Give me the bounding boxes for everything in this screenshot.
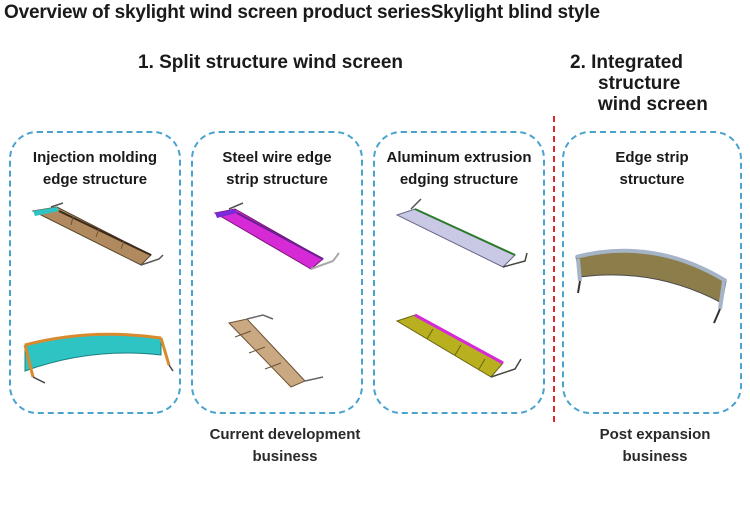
card-steel-wire: Steel wire edge strip structure bbox=[191, 131, 363, 414]
card-label-line-2: structure bbox=[619, 171, 685, 188]
footer-line-1: Current development bbox=[209, 426, 361, 443]
page-title: Overview of skylight wind screen product… bbox=[4, 2, 600, 23]
section-divider bbox=[553, 116, 555, 422]
section-heading-integrated-line-3: wind screen bbox=[598, 94, 708, 115]
footer-line-1: Post expansion bbox=[599, 426, 711, 443]
integrated-windscreen-part-illustration bbox=[575, 248, 728, 324]
brown-steel-wire-part-illustration bbox=[228, 314, 324, 388]
card-label-line-1: Injection molding bbox=[32, 149, 158, 166]
card-label-line-1: Aluminum extrusion bbox=[386, 149, 532, 166]
card-label-line-1: Edge strip bbox=[615, 149, 689, 166]
card-label: Steel wire edge strip structure bbox=[193, 147, 361, 191]
magenta-windscreen-part-illustration bbox=[213, 202, 340, 270]
card-label-line-2: edge structure bbox=[42, 171, 148, 188]
footer-current-development: Current development business bbox=[190, 424, 380, 468]
footer-line-2: business bbox=[252, 448, 318, 465]
section-heading-integrated-line-1: 2. Integrated bbox=[570, 52, 683, 73]
cyan-windscreen-part-illustration bbox=[23, 332, 174, 384]
olive-windscreen-part-illustration bbox=[395, 313, 522, 378]
section-heading-integrated: 2. Integrated structure wind screen bbox=[570, 52, 740, 115]
card-label: Injection molding edge structure bbox=[11, 147, 179, 191]
card-label-line-2: strip structure bbox=[226, 171, 328, 188]
card-injection-molding: Injection molding edge structure bbox=[9, 131, 181, 414]
card-edge-strip: Edge strip structure bbox=[562, 131, 742, 414]
card-label: Aluminum extrusion edging structure bbox=[375, 147, 543, 191]
brown-windscreen-part-illustration bbox=[31, 202, 164, 266]
card-label-line-2: edging structure bbox=[399, 171, 519, 188]
footer-line-2: business bbox=[622, 448, 688, 465]
footer-post-expansion: Post expansion business bbox=[565, 424, 745, 468]
card-label: Edge strip structure bbox=[564, 147, 740, 191]
section-heading-integrated-line-2: structure bbox=[598, 73, 681, 94]
lavender-windscreen-part-illustration bbox=[395, 198, 528, 268]
card-aluminum-extrusion: Aluminum extrusion edging structure bbox=[373, 131, 545, 414]
section-heading-split: 1. Split structure wind screen bbox=[138, 52, 404, 73]
card-label-line-1: Steel wire edge bbox=[222, 149, 332, 166]
